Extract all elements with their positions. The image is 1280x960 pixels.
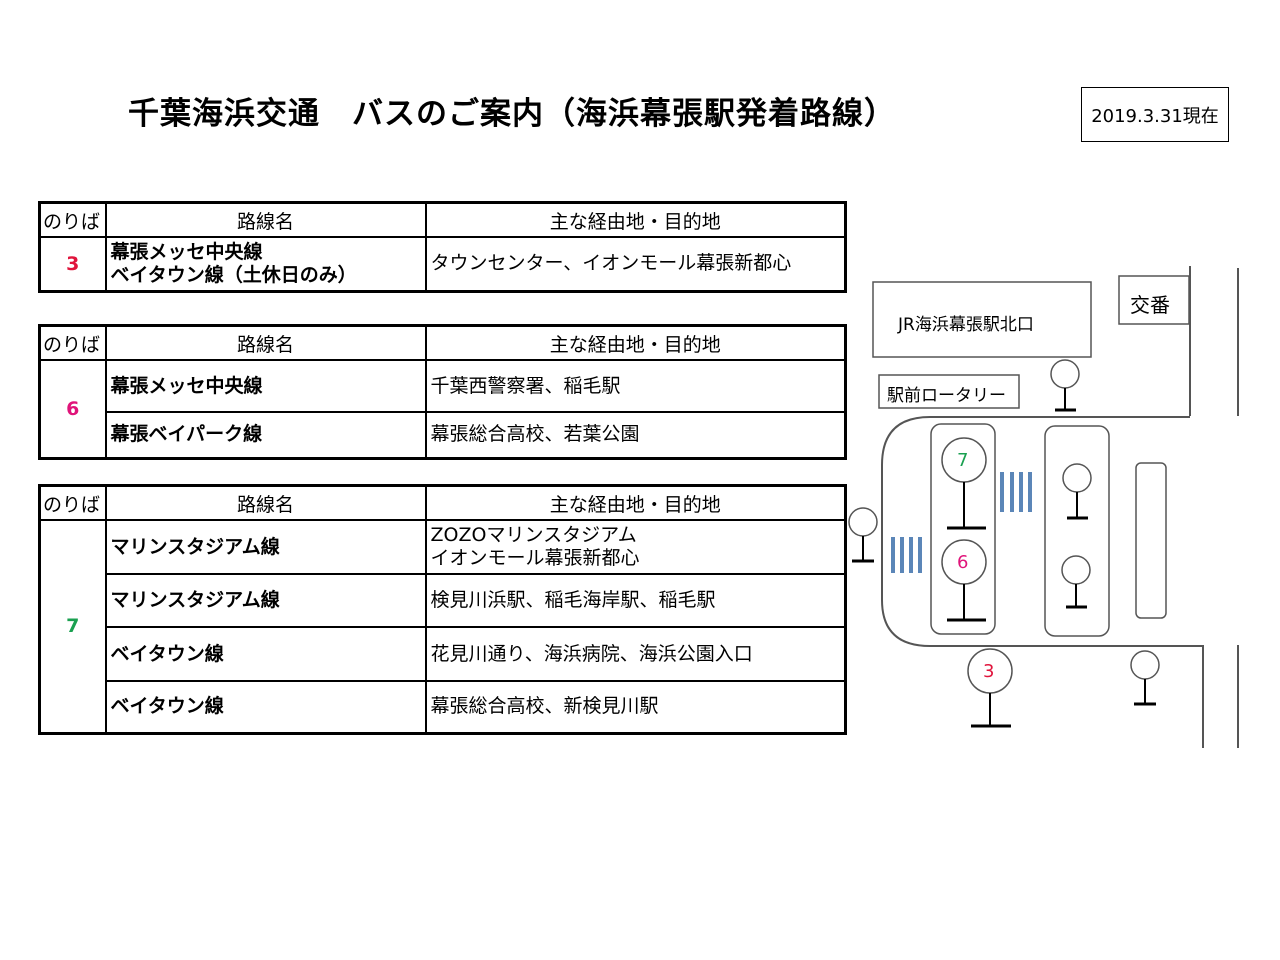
route-name-line2: ベイタウン線（土休日のみ） xyxy=(110,263,357,286)
median-strip xyxy=(1135,462,1167,619)
koban-box xyxy=(1118,275,1190,325)
header-via: 主な経由地・目的地 xyxy=(424,484,847,521)
header-stop: のりば xyxy=(38,324,107,361)
bus-stop-6 xyxy=(941,539,987,622)
route-via-line2: イオンモール幕張新都心 xyxy=(430,547,640,569)
route-via: 検見川浜駅、稲毛海岸駅、稲毛駅 xyxy=(424,573,847,628)
bus-stop-7 xyxy=(941,437,987,530)
koban-label: 交番 xyxy=(1130,293,1170,317)
stop-6-label: 6 xyxy=(957,552,969,573)
stop-number: 3 xyxy=(38,236,107,292)
bus-stop-unlabeled xyxy=(1130,650,1160,706)
bus-stop-unlabeled xyxy=(1061,555,1091,609)
route-via: 花見川通り、海浜病院、海浜公園入口 xyxy=(424,626,847,682)
station-label: JR海浜幕張駅北口 xyxy=(898,315,1034,335)
bus-stop-unlabeled xyxy=(1050,359,1080,412)
stop-3-label: 3 xyxy=(983,661,995,682)
crosswalk xyxy=(1000,472,1032,512)
stop-7-label: 7 xyxy=(957,450,969,471)
header-via: 主な経由地・目的地 xyxy=(424,324,847,361)
header-stop: のりば xyxy=(38,484,107,521)
header-route: 路線名 xyxy=(104,201,427,238)
route-name-line1: 幕張メッセ中央線 xyxy=(110,240,263,263)
route-via: タウンセンター、イオンモール幕張新都心 xyxy=(424,236,847,292)
route-via: 千葉西警察署、稲毛駅 xyxy=(424,359,847,413)
island-right xyxy=(1044,425,1110,637)
stop-number: 7 xyxy=(38,519,107,734)
bus-stop-unlabeled xyxy=(1062,463,1092,520)
route-via: 幕張総合高校、新検見川駅 xyxy=(424,680,847,734)
route-name: ベイタウン線 xyxy=(104,680,427,734)
bus-stop-unlabeled xyxy=(848,507,878,563)
route-via: 幕張総合高校、若葉公園 xyxy=(424,411,847,459)
header-route: 路線名 xyxy=(104,484,427,521)
route-name: ベイタウン線 xyxy=(104,626,427,682)
route-name: マリンスタジアム線 xyxy=(104,519,427,575)
stop-number: 6 xyxy=(38,359,107,459)
header-route: 路線名 xyxy=(104,324,427,361)
route-via: ZOZOマリンスタジアムイオンモール幕張新都心 xyxy=(424,519,847,575)
rotary-label-box xyxy=(878,374,1020,409)
rotary-label: 駅前ロータリー xyxy=(887,386,1006,406)
header-stop: のりば xyxy=(38,201,107,238)
route-table-stop-3: のりば 路線名 主な経由地・目的地 3 幕張メッセ中央線ベイタウン線（土休日のみ… xyxy=(38,201,847,293)
page-title: 千葉海浜交通 バスのご案内（海浜幕張駅発着路線） xyxy=(128,96,896,132)
route-name: 幕張メッセ中央線ベイタウン線（土休日のみ） xyxy=(104,236,427,292)
route-table-stop-6: のりば 路線名 主な経由地・目的地 6 幕張メッセ中央線 千葉西警察署、稲毛駅 … xyxy=(38,324,847,460)
rotary-outline xyxy=(881,416,1203,647)
route-table-stop-7: のりば 路線名 主な経由地・目的地 7 マリンスタジアム線 ZOZOマリンスタジ… xyxy=(38,484,847,735)
route-name: 幕張ベイパーク線 xyxy=(104,411,427,459)
route-name: マリンスタジアム線 xyxy=(104,573,427,628)
route-via-line1: ZOZOマリンスタジアム xyxy=(430,524,637,546)
station-building xyxy=(872,281,1092,358)
route-name: 幕張メッセ中央線 xyxy=(104,359,427,413)
bus-stop-3 xyxy=(967,648,1013,728)
crosswalk xyxy=(891,537,922,573)
header-via: 主な経由地・目的地 xyxy=(424,201,847,238)
date-badge: 2019.3.31現在 xyxy=(1081,87,1229,142)
